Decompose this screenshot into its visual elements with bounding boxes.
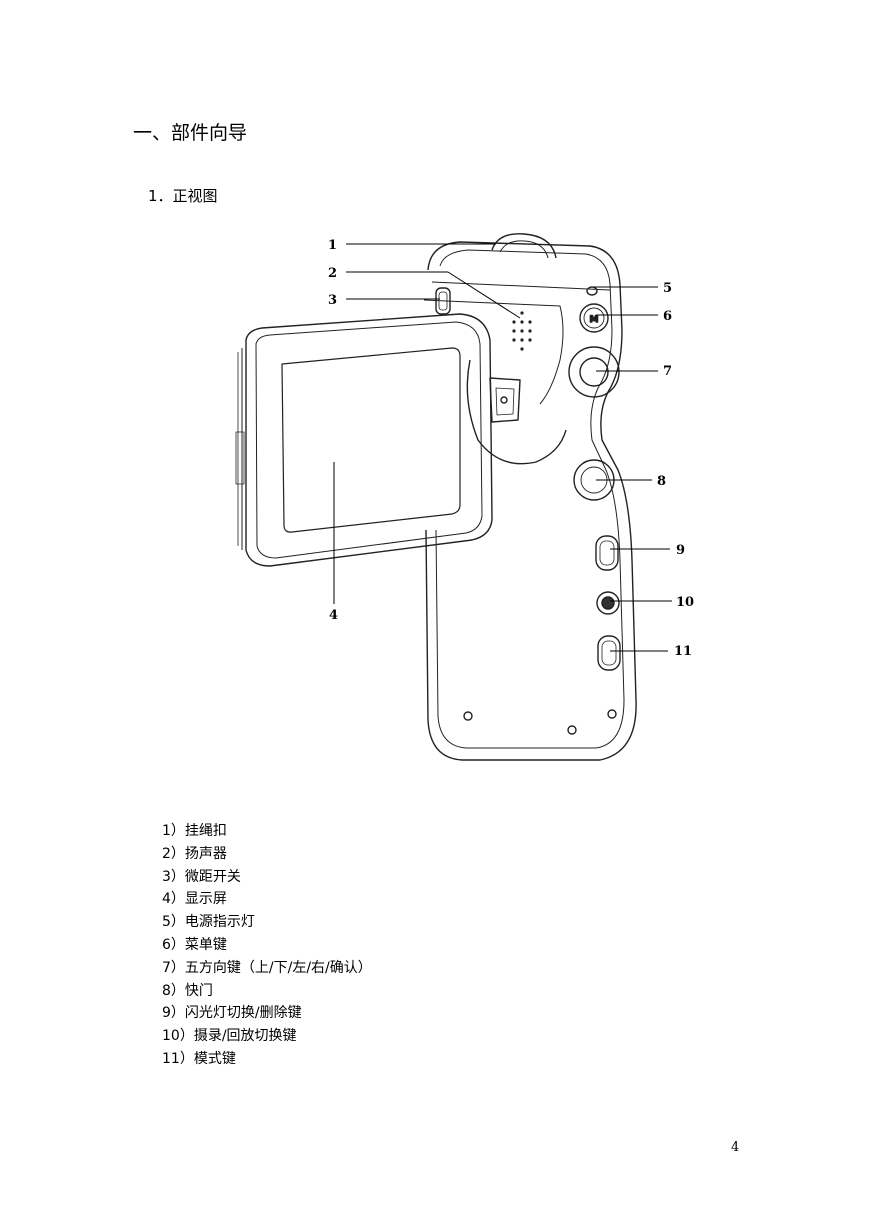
video-camera-icon: M bbox=[235, 233, 637, 761]
section-title: 一、部件向导 bbox=[133, 122, 248, 144]
list-item: 6）菜单键 bbox=[162, 936, 227, 953]
callout-3: 3 bbox=[328, 293, 337, 308]
list-item: 10）摄录/回放切换键 bbox=[162, 1028, 297, 1045]
parts-list: 1）挂绳扣 2）扬声器 3）微距开关 4）显示屏 5）电源指示灯 6）菜单键 7… bbox=[162, 820, 372, 1071]
callout-4: 4 bbox=[329, 608, 338, 623]
list-item: 9）闪光灯切换/删除键 bbox=[162, 1005, 302, 1022]
callout-1: 1 bbox=[328, 238, 337, 253]
page-number: 4 bbox=[731, 1140, 740, 1155]
list-item: 7）五方向键（上/下/左/右/确认） bbox=[162, 959, 372, 976]
callout-10: 10 bbox=[676, 595, 694, 610]
list-item: 11）模式键 bbox=[162, 1050, 236, 1067]
list-item: 8）快门 bbox=[162, 982, 213, 999]
callout-8: 8 bbox=[657, 474, 666, 489]
callout-7: 7 bbox=[663, 364, 672, 379]
list-item: 4）显示屏 bbox=[162, 891, 227, 908]
callout-2: 2 bbox=[328, 266, 337, 281]
list-item: 2）扬声器 bbox=[162, 845, 227, 862]
callout-lines bbox=[333, 243, 672, 652]
callout-6: 6 bbox=[663, 309, 672, 324]
list-item: 3）微距开关 bbox=[162, 868, 241, 885]
subsection-title: 1．正视图 bbox=[148, 187, 218, 205]
callout-9: 9 bbox=[676, 543, 685, 558]
camera-diagram: M 1 2 3 4 5 6 7 8 bbox=[235, 233, 694, 761]
list-item: 5）电源指示灯 bbox=[162, 914, 255, 931]
callout-5: 5 bbox=[663, 281, 672, 296]
callout-11: 11 bbox=[674, 644, 692, 659]
list-item: 1）挂绳扣 bbox=[162, 823, 227, 839]
svg-text:M: M bbox=[590, 315, 599, 325]
